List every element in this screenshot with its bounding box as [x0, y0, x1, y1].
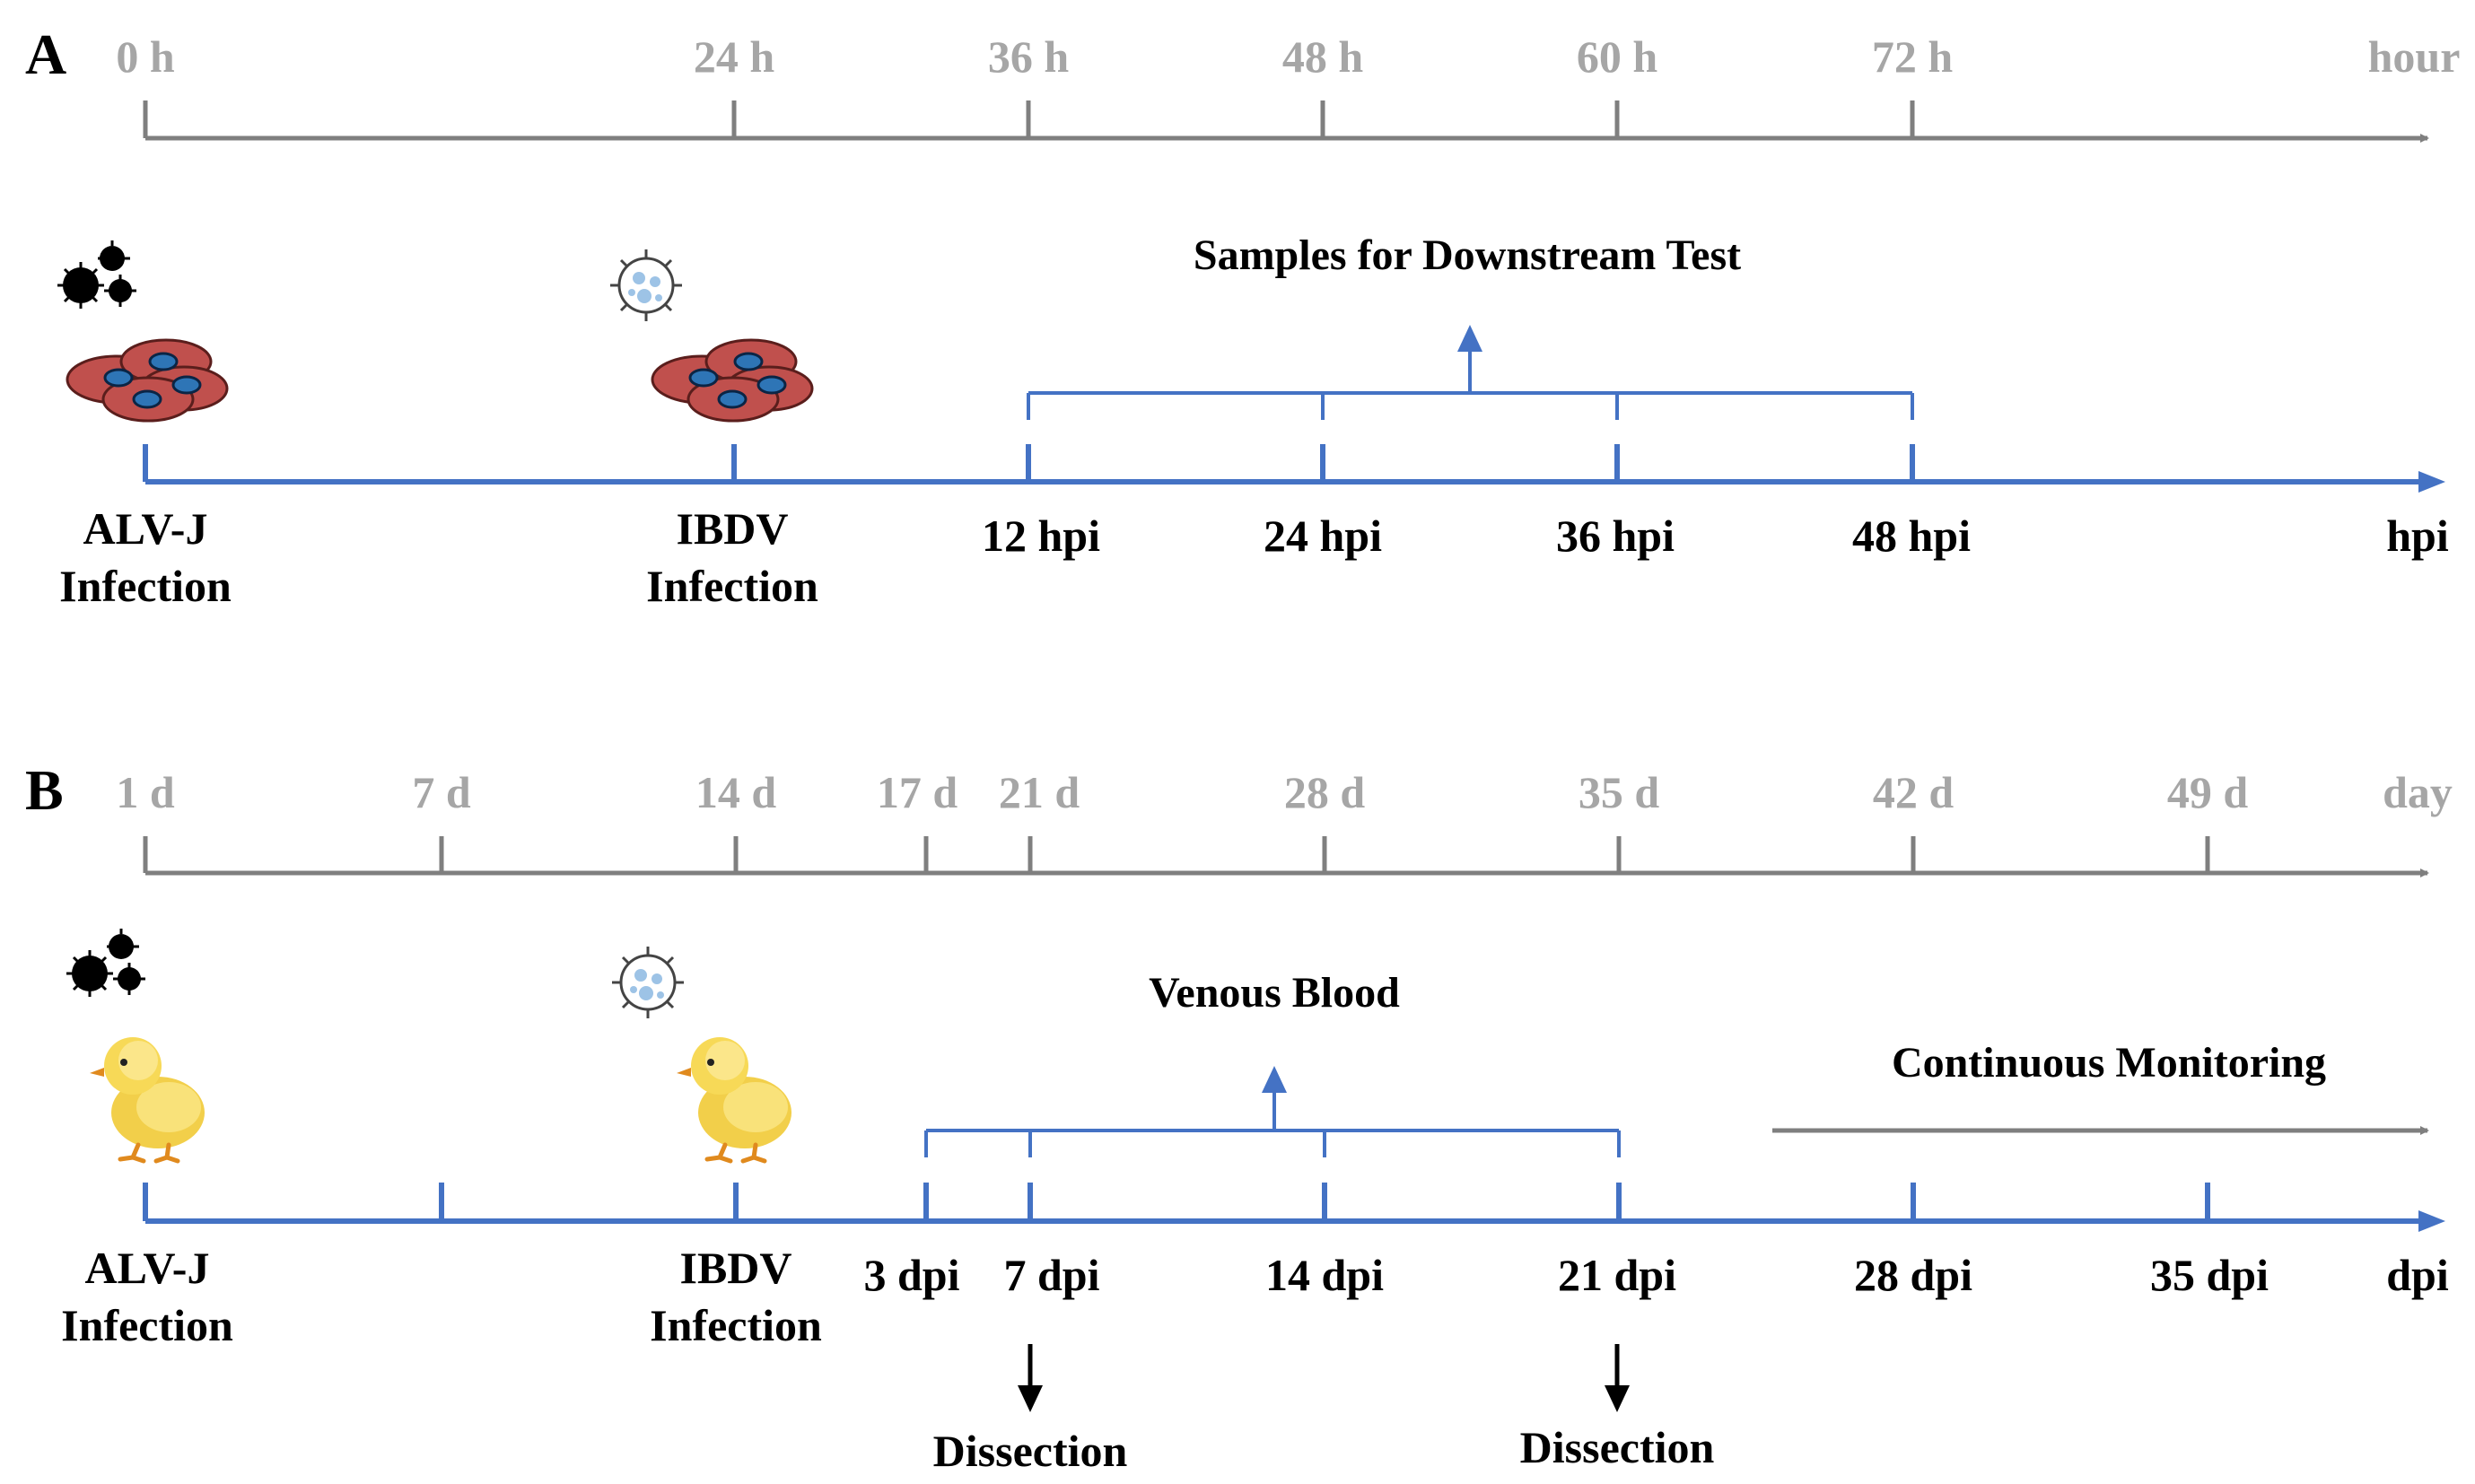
day-tick-label: 14 d: [695, 767, 777, 817]
dpi-label: 7 dpi: [1003, 1250, 1099, 1300]
hpi-axis-unit: hpi: [2386, 511, 2449, 561]
panel-a-hour-axis: 0 h 24 h 36 h 48 h 60 h 72 h hour: [116, 31, 2461, 143]
hpi-label: 48 hpi: [1852, 511, 1971, 561]
ibdv-virus-icon: [610, 945, 686, 1020]
hour-tick-label: 48 h: [1282, 31, 1364, 82]
day-tick-label: 21 d: [999, 767, 1080, 817]
event-label: ALV-J: [83, 503, 208, 554]
event-label: IBDV: [679, 1243, 791, 1293]
panel-b-letter: B: [25, 758, 64, 822]
ibdv-virus-icon: [608, 248, 684, 323]
hpi-label: 12 hpi: [982, 511, 1100, 561]
dpi-axis-unit: dpi: [2386, 1250, 2449, 1300]
virus-cluster-icon: [65, 927, 147, 999]
day-tick-label: 49 d: [2167, 767, 2249, 817]
continuous-monitoring: Continuous Monitoring: [1772, 1039, 2429, 1135]
up-arrow-icon: [1262, 1066, 1287, 1093]
hour-tick-label: 36 h: [988, 31, 1070, 82]
panel-a: A 0 h 24 h 36 h 48 h 60 h 72 h hour: [25, 22, 2460, 611]
axis-arrow-icon: [2418, 471, 2445, 493]
hpi-label: 24 hpi: [1264, 511, 1382, 561]
continuous-monitoring-label: Continuous Monitoring: [1892, 1039, 2326, 1087]
virus-cluster-icon: [56, 239, 138, 310]
dpi-label: 28 dpi: [1854, 1250, 1972, 1300]
event-label: Infection: [646, 561, 818, 611]
dpi-label: 21 dpi: [1558, 1250, 1676, 1300]
event-label: IBDV: [676, 503, 788, 554]
down-arrow-icon: [1605, 1385, 1630, 1412]
panel-b-dpi-axis: ALV-J Infection IBDV Infection 3 dpi 7 d…: [61, 1183, 2449, 1350]
panel-a-letter: A: [25, 22, 66, 86]
dissection-label: Dissection: [1520, 1422, 1715, 1472]
day-tick-label: 7 d: [412, 767, 471, 817]
cell-culture-icon: [66, 338, 229, 423]
hour-tick-label: 60 h: [1577, 31, 1658, 82]
dissection-markers: Dissection Dissection: [933, 1344, 1715, 1476]
samples-label: Samples for Downstream Test: [1194, 231, 1741, 279]
cell-culture-icon: [651, 338, 814, 423]
day-axis-unit: day: [2383, 767, 2453, 817]
venous-blood-label: Venous Blood: [1149, 969, 1400, 1017]
chick-icon: [90, 1037, 205, 1161]
event-label: Infection: [59, 561, 232, 611]
panel-b-day-axis: 1 d 7 d 14 d 17 d 21 d 28 d 35 d 42 d 49…: [116, 767, 2453, 877]
event-label: Infection: [650, 1300, 822, 1350]
panel-b: B 1 d 7 d 14 d 17 d 21 d 28 d 35 d 42 d: [25, 758, 2453, 1476]
up-arrow-icon: [1457, 325, 1482, 352]
panel-a-hpi-axis: ALV-J Infection IBDV Infection 12 hpi 24…: [59, 444, 2449, 611]
day-tick-label: 28 d: [1284, 767, 1366, 817]
hour-axis-unit: hour: [2368, 31, 2461, 82]
samples-bracket: Samples for Downstream Test: [1027, 231, 1914, 420]
hour-tick-label: 72 h: [1872, 31, 1954, 82]
hour-tick-label: 24 h: [694, 31, 775, 82]
day-tick-label: 35 d: [1579, 767, 1660, 817]
hour-tick-label: 0 h: [116, 31, 175, 82]
day-tick-label: 1 d: [116, 767, 175, 817]
dpi-label: 3 dpi: [863, 1250, 959, 1300]
day-tick-label: 42 d: [1873, 767, 1955, 817]
venous-blood-bracket: Venous Blood: [924, 969, 1621, 1157]
dpi-label: 14 dpi: [1265, 1250, 1384, 1300]
day-tick-label: 17 d: [877, 767, 958, 817]
axis-arrow-icon: [2418, 1210, 2445, 1232]
event-label: Infection: [61, 1300, 233, 1350]
down-arrow-icon: [1018, 1385, 1043, 1412]
event-label: ALV-J: [85, 1243, 210, 1293]
dpi-label: 35 dpi: [2150, 1250, 2269, 1300]
chick-icon: [677, 1037, 791, 1161]
hpi-label: 36 hpi: [1556, 511, 1675, 561]
dissection-label: Dissection: [933, 1426, 1128, 1476]
